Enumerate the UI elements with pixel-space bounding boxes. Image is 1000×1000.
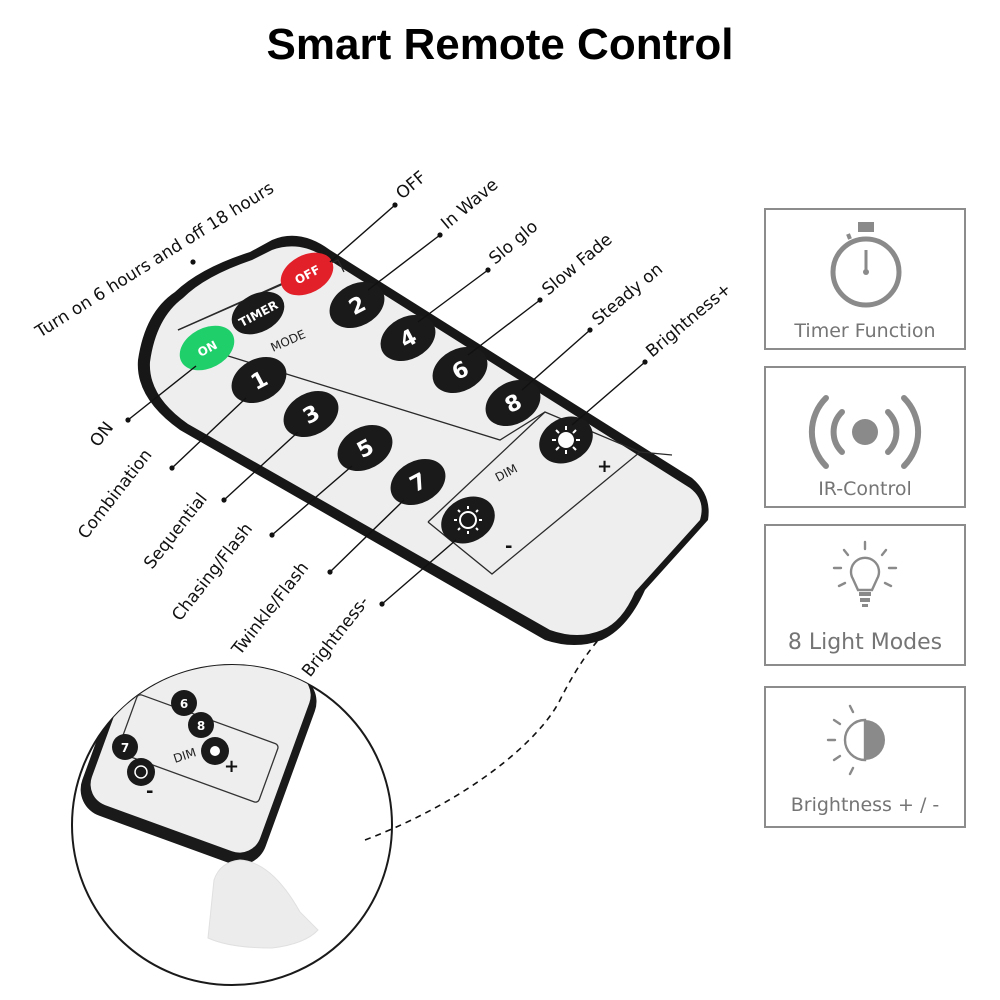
timer-button[interactable] xyxy=(224,283,291,343)
feature-timer: Timer Function xyxy=(764,208,966,350)
feature-brightness: Brightness + / - xyxy=(764,686,966,828)
callout-in-wave: In Wave xyxy=(437,175,502,234)
zoom-sun-plus-icon xyxy=(210,746,220,756)
dashed-connector xyxy=(364,617,621,841)
sun-filled-icon xyxy=(552,426,580,454)
off-button[interactable] xyxy=(273,244,340,304)
remote-control: OFF TIMER ON MODE 1 2 3 4 5 6 7 8 DIM xyxy=(137,235,709,645)
zoom-sun-minus-icon xyxy=(134,765,148,779)
zoom-detail: 6 8 7 DIM + - xyxy=(71,664,393,986)
zoom-key-7-label: 7 xyxy=(121,741,129,755)
on-button[interactable] xyxy=(172,317,242,380)
feature-ir: IR-Control xyxy=(764,366,966,508)
mode-key-3[interactable] xyxy=(276,382,347,446)
mode-key-6[interactable] xyxy=(425,338,496,402)
top-outline-inner xyxy=(177,279,291,331)
feature-modes-label: 8 Light Modes xyxy=(787,630,943,655)
brightness-minus-sign: - xyxy=(505,536,512,557)
zoom-plus-sign: + xyxy=(224,756,239,777)
callout-on: ON xyxy=(86,418,118,451)
callout-combination: Combination xyxy=(74,446,156,544)
brightness-icon xyxy=(826,704,885,776)
callout-sequential: Sequential xyxy=(140,489,212,573)
remote-face xyxy=(149,246,702,635)
page-title: Smart Remote Control xyxy=(266,20,734,69)
signal-icon xyxy=(808,395,922,469)
zoom-key-6 xyxy=(171,690,197,716)
mode-key-1[interactable] xyxy=(224,348,295,412)
callout-twinkle-flash: Twinkle/Flash xyxy=(228,558,314,660)
mode-key-4[interactable] xyxy=(373,306,444,370)
sun-outline-icon xyxy=(454,506,482,534)
callout-dots xyxy=(125,202,648,607)
callout-brightness-minus: Brightness- xyxy=(298,593,373,682)
callout-slo-glo: Slo glo xyxy=(485,217,542,269)
dim-outline-top xyxy=(427,411,546,523)
zoom-dim-label: DIM xyxy=(172,745,198,765)
feature-timer-label: Timer Function xyxy=(794,320,936,342)
brightness-minus-button[interactable] xyxy=(433,487,503,552)
battery-pull-tab xyxy=(207,859,319,949)
callout-brightness-plus: Brightness+ xyxy=(642,279,735,362)
mode-key-8[interactable] xyxy=(478,371,549,435)
zoom-minus-sign: - xyxy=(146,781,153,802)
mode-key-5[interactable] xyxy=(330,416,401,480)
zoom-brightness-minus-key xyxy=(127,758,155,786)
bulb-icon xyxy=(832,540,898,607)
brightness-plus-sign: + xyxy=(597,456,612,477)
callout-lines xyxy=(127,204,646,605)
stopwatch-icon xyxy=(830,222,902,308)
mode-key-7[interactable] xyxy=(383,450,454,514)
callout-off: OFF xyxy=(392,167,430,203)
callout-steady-on: Steady on xyxy=(588,259,667,329)
zoom-key-8 xyxy=(188,712,214,738)
feature-ir-label: IR-Control xyxy=(818,478,912,500)
zoom-key-6-label: 6 xyxy=(180,697,188,711)
feature-modes: 8 Light Modes xyxy=(764,524,966,666)
callout-slow-fade: Slow Fade xyxy=(538,230,616,300)
mode-key-2[interactable] xyxy=(322,273,393,337)
zoom-key-8-label: 8 xyxy=(197,719,205,733)
zoom-key-7 xyxy=(112,734,138,760)
feature-brightness-label: Brightness + / - xyxy=(790,794,940,816)
